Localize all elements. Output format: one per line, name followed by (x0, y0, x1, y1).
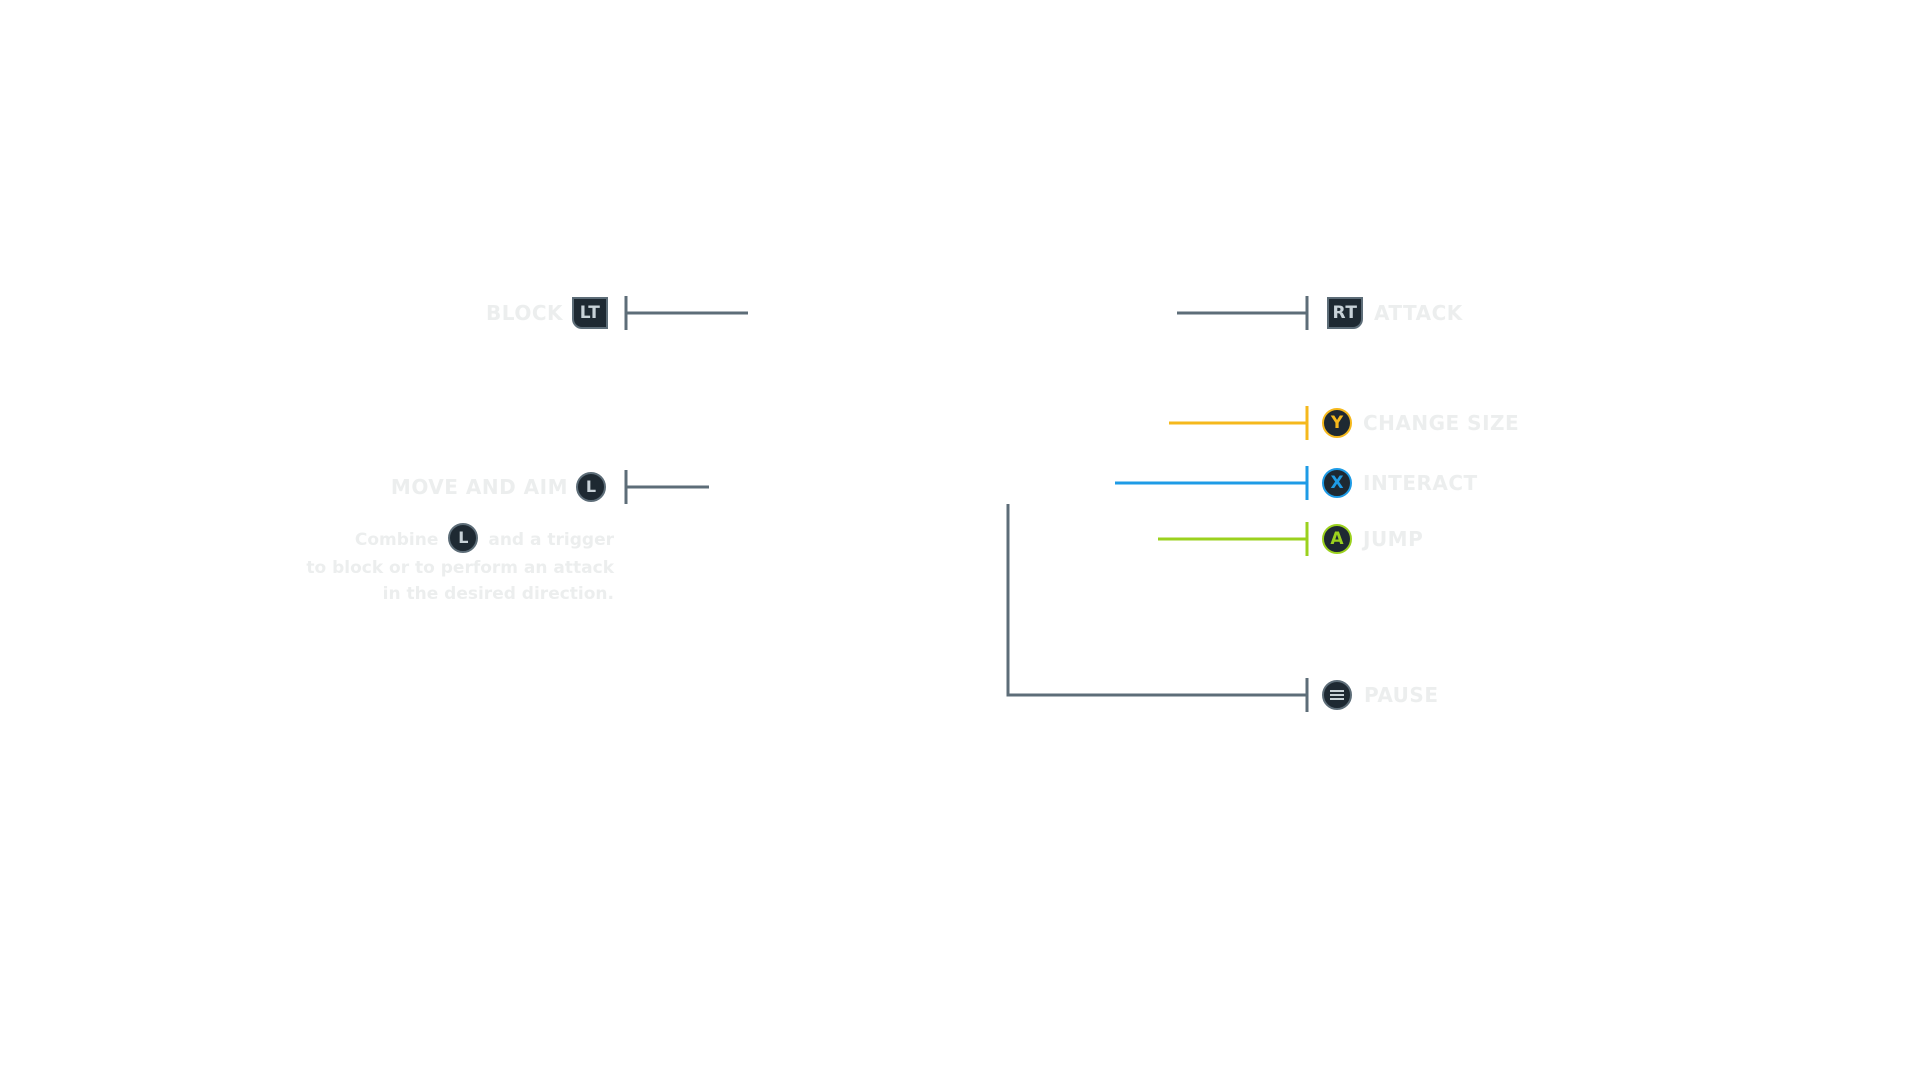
interact-label: INTERACT (1363, 471, 1478, 495)
note-line-3: in the desired direction. (382, 584, 614, 604)
menu-button-icon (1322, 680, 1352, 710)
jump-label: JUMP (1363, 527, 1424, 551)
a-button-letter: A (1330, 528, 1344, 549)
change-size-label: CHANGE SIZE (1363, 411, 1520, 435)
note-combine-text: Combine (354, 530, 439, 550)
y-button-icon: Y (1322, 408, 1352, 438)
right-trigger-icon: RT (1327, 297, 1363, 329)
left-stick-icon: L (576, 472, 606, 502)
y-button-letter: Y (1330, 412, 1344, 433)
pause-connector-line (1006, 504, 1307, 697)
left-stick-inline-icon: L (448, 523, 479, 553)
pause-label: PAUSE (1364, 683, 1439, 707)
x-button-icon: X (1322, 468, 1352, 498)
x-button-letter: X (1330, 472, 1344, 493)
note-line-2: to block or to perform an attack (306, 558, 614, 578)
right-trigger-letter: RT (1332, 303, 1358, 323)
a-button-icon: A (1322, 524, 1352, 554)
attack-label: ATTACK (1374, 301, 1463, 325)
menu-glyph (1330, 690, 1344, 700)
left-trigger-icon: LT (572, 297, 608, 329)
note-trigger-text: and a trigger (488, 530, 614, 550)
move-and-aim-label: MOVE AND AIM (390, 475, 568, 499)
inline-stick-letter: L (458, 528, 469, 547)
block-label: BLOCK (486, 301, 563, 325)
left-trigger-letter: LT (579, 303, 601, 323)
left-stick-letter: L (585, 477, 597, 496)
